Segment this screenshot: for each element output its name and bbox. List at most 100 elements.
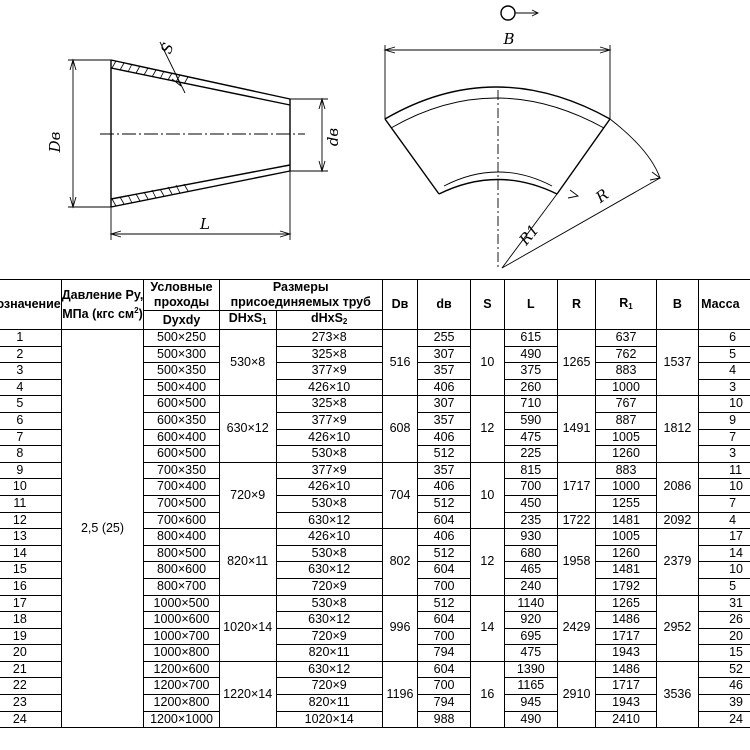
cell-nominal: 600×500 <box>143 445 220 463</box>
cell-l: 240 <box>503 577 558 596</box>
cell-designation: 18 <box>0 611 62 629</box>
cell-designation: 15 <box>0 561 62 579</box>
cell-designation: 10 <box>0 478 62 496</box>
cell-designation: 2 <box>0 345 62 364</box>
cell-mass: 4 <box>698 362 750 380</box>
cell-r: 1722 <box>556 511 597 530</box>
cell-l: 475 <box>503 428 558 447</box>
cell-nominal: 1000×500 <box>143 594 220 613</box>
cell-r1: 1717 <box>595 677 657 696</box>
cell-designation: 11 <box>0 494 62 513</box>
label-s: S <box>157 40 177 56</box>
cell-mass: 15 <box>698 644 750 662</box>
cell-dd: 794 <box>417 644 471 662</box>
reducer-drawing <box>68 41 328 240</box>
cell-nominal: 1200×700 <box>143 677 220 696</box>
cell-designation: 1 <box>0 329 62 347</box>
cell-dd: 794 <box>417 694 471 712</box>
cell-r1: 1486 <box>595 611 657 629</box>
cell-dv: 516 <box>381 328 419 397</box>
cell-nominal: 1200×600 <box>143 660 220 679</box>
cell-l: 490 <box>503 345 558 364</box>
header-b: B <box>655 279 700 330</box>
cell-r: 1265 <box>556 328 597 397</box>
cell-s: 14 <box>469 594 505 662</box>
cell-b: 2086 <box>655 461 700 513</box>
cell-dhxs2: 426×10 <box>275 378 383 397</box>
cell-dd: 512 <box>417 544 471 563</box>
dimensions-table-wrapper: Обозначение Давление Ру, МПа (кгс см2) У… <box>0 279 750 729</box>
cell-dhxs2: 630×12 <box>275 611 383 629</box>
cell-dhxs2: 630×12 <box>275 511 383 530</box>
cell-r1: 1481 <box>595 561 657 579</box>
cell-dhxs2: 530×8 <box>275 544 383 563</box>
cell-designation: 17 <box>0 594 62 613</box>
cell-l: 225 <box>503 445 558 463</box>
cell-dhxs1: 1020×14 <box>218 594 277 662</box>
cell-dd: 357 <box>417 461 471 480</box>
cell-b: 2952 <box>655 594 700 662</box>
cell-l: 590 <box>503 411 558 430</box>
cell-dhxs2: 325×8 <box>275 395 383 413</box>
cell-designation: 7 <box>0 428 62 447</box>
cell-designation: 21 <box>0 660 62 679</box>
cell-dhxs2: 426×10 <box>275 528 383 546</box>
cell-r1: 1260 <box>595 544 657 563</box>
cell-dhxs2: 530×8 <box>275 445 383 463</box>
header-dd: dв <box>417 279 471 330</box>
cell-dhxs2: 530×8 <box>275 494 383 513</box>
cell-r1: 1943 <box>595 644 657 662</box>
cell-designation: 9 <box>0 461 62 480</box>
cell-l: 490 <box>503 710 558 729</box>
cell-r: 1491 <box>556 395 597 463</box>
cell-r1: 887 <box>595 411 657 430</box>
cell-l: 615 <box>503 329 558 347</box>
label-dd: dв <box>324 128 342 147</box>
cell-mass: 10 <box>698 395 750 413</box>
cell-mass: 10 <box>698 561 750 579</box>
cell-dhxs2: 377×9 <box>275 362 383 380</box>
cell-mass: 39 <box>698 694 750 712</box>
cell-dv: 802 <box>381 528 419 596</box>
label-dv: Dв <box>46 131 64 153</box>
cell-dd: 406 <box>417 378 471 397</box>
cell-l: 1165 <box>503 677 558 696</box>
cell-nominal: 800×600 <box>143 561 220 579</box>
cell-nominal: 500×400 <box>143 378 220 397</box>
cell-dd: 604 <box>417 561 471 579</box>
cell-r1: 1255 <box>595 494 657 513</box>
cell-designation: 20 <box>0 644 62 662</box>
cell-dd: 604 <box>417 511 471 530</box>
cell-r: 1958 <box>556 528 597 596</box>
cell-r1: 2410 <box>595 710 657 729</box>
cell-dhxs2: 377×9 <box>275 411 383 430</box>
cell-dd: 512 <box>417 594 471 613</box>
cell-dhxs1: 820×11 <box>218 528 277 596</box>
cell-dd: 700 <box>417 577 471 596</box>
header-nominal: Условные проходы <box>143 279 220 311</box>
cell-l: 1140 <box>503 594 558 613</box>
label-l: L <box>199 215 210 233</box>
cell-mass: 9 <box>698 411 750 430</box>
cell-r1: 1717 <box>595 627 657 646</box>
cell-nominal: 1200×800 <box>143 694 220 712</box>
cell-b: 3536 <box>655 660 700 729</box>
cell-designation: 19 <box>0 627 62 646</box>
cell-designation: 14 <box>0 544 62 563</box>
header-dhxs2: dHxS2 <box>275 310 383 330</box>
cell-nominal: 1000×600 <box>143 611 220 629</box>
cell-s: 10 <box>469 328 505 397</box>
header-dhxs1: DHxS1 <box>218 310 277 330</box>
cell-dhxs2: 325×8 <box>275 345 383 364</box>
cell-r1: 1260 <box>595 445 657 463</box>
cell-dd: 357 <box>417 411 471 430</box>
cell-r1: 767 <box>595 395 657 413</box>
